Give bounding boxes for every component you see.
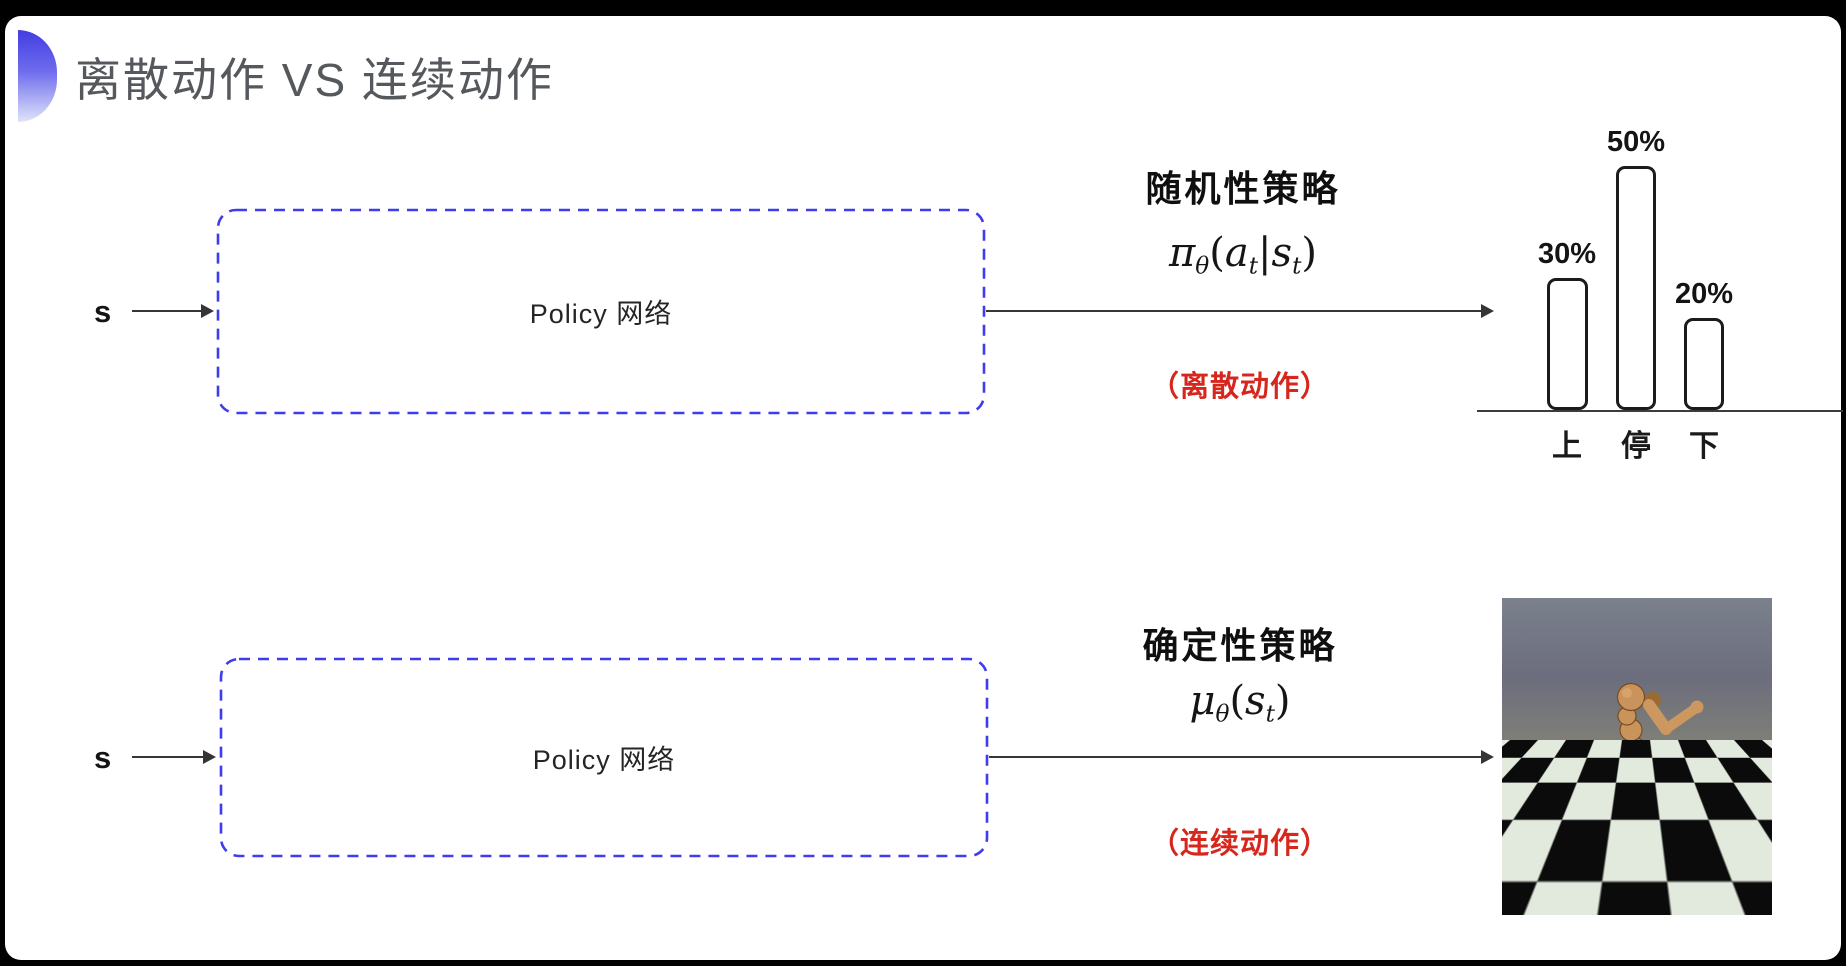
page-title: 离散动作 VS 连续动作 — [75, 54, 554, 106]
chart-bar — [1616, 166, 1656, 410]
dashed-border — [216, 208, 986, 415]
chart-value-label: 30% — [1537, 238, 1597, 270]
chart-value-label: 20% — [1674, 278, 1734, 310]
policy-network-box-2: Policy 网络 — [219, 657, 989, 858]
arrowhead-icon — [1481, 304, 1494, 318]
probability-bar-chart: 30% 上 50% 停 20% 下 — [1477, 118, 1843, 464]
input-arrow-2 — [132, 750, 216, 764]
arrowhead-icon — [201, 304, 214, 318]
output-arrow-1 — [986, 304, 1494, 318]
policy-network-box-1: Policy 网络 — [216, 208, 986, 415]
policy-formula-1: πθ(at|st) — [1168, 230, 1317, 280]
policy-type-label-1: 随机性策略 — [1145, 168, 1341, 209]
policy-type-label-2: 确定性策略 — [1142, 625, 1338, 666]
dashed-border — [219, 657, 989, 858]
humanoid-render-image — [1502, 598, 1772, 915]
arrowhead-icon — [203, 750, 216, 764]
chart-category-label: 上 — [1552, 430, 1582, 463]
humanoid-figure — [1568, 682, 1704, 870]
chart-bar — [1684, 318, 1724, 410]
chart-value-label: 50% — [1606, 126, 1666, 158]
action-type-note-1: （离散动作） — [1149, 371, 1330, 403]
policy-network-label-2: Policy 网络 — [532, 745, 676, 775]
arrowhead-icon — [1481, 750, 1494, 764]
policy-formula-2: μθ(st) — [1189, 678, 1291, 728]
input-state-label-1: s — [94, 294, 112, 329]
chart-baseline — [1477, 410, 1843, 412]
output-arrow-2 — [989, 750, 1494, 764]
action-type-note-2: （连续动作） — [1149, 828, 1330, 860]
input-state-label-2: s — [94, 740, 112, 775]
chart-bar — [1546, 278, 1588, 410]
chart-category-label: 停 — [1621, 430, 1651, 463]
input-arrow-1 — [132, 304, 214, 318]
chart-category-label: 下 — [1689, 430, 1719, 463]
policy-network-label-1: Policy 网络 — [529, 299, 673, 329]
floor-reflection — [1564, 870, 1694, 912]
sky-background — [1502, 598, 1772, 741]
